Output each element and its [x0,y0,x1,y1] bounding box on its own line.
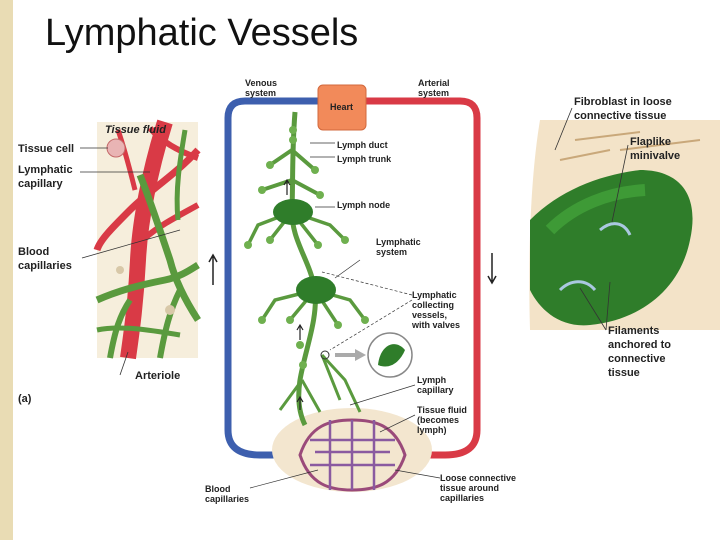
panel-a-illustration [13,90,201,408]
label-lymph-trunk: Lymph trunk [337,154,392,164]
label-tissue-cell: Tissue cell [18,143,75,155]
label-collecting-vessels: Lymphatic collecting vessels, with valve… [412,290,461,330]
panel-b-illustration [529,107,720,331]
label-filaments: Filaments anchored to connective tissue [608,325,671,379]
circulation-loop [208,84,497,492]
lymphatic-tree [244,111,441,489]
label-lymph-duct: Lymph duct [337,140,388,150]
label-fibroblast: Fibroblast in loose connective tissue [574,96,672,122]
label-tissue-fluid-a: Tissue fluid [105,124,166,136]
label-loose-connective-tissue: Loose connective tissue around capillari… [440,473,517,503]
label-lymphatic-system: Lymphatic system [376,237,421,257]
label-heart: Heart [330,102,354,112]
label-lymph-node: Lymph node [337,200,391,210]
label-venous-system: Venous system [245,78,278,98]
label-blood-capillaries-center: Blood capillaries [205,484,250,504]
slide-side-stripe [0,0,13,540]
label-arteriole: Arteriole [135,370,181,382]
label-tissue-fluid-center: Tissue fluid (becomes lymph) [417,405,467,435]
slide-title: Lymphatic Vessels [45,12,359,54]
label-blood-capillaries-a: Blood capillaries [18,246,72,272]
label-panel-a: (a) [18,393,32,405]
label-flaplike-minivalve: Flaplike minivalve [630,136,681,162]
label-arterial-system: Arterial system [418,78,450,98]
label-lymph-capillary: Lymph capillary [417,375,454,395]
label-lymphatic-capillary: Lymphatic capillary [18,164,73,190]
